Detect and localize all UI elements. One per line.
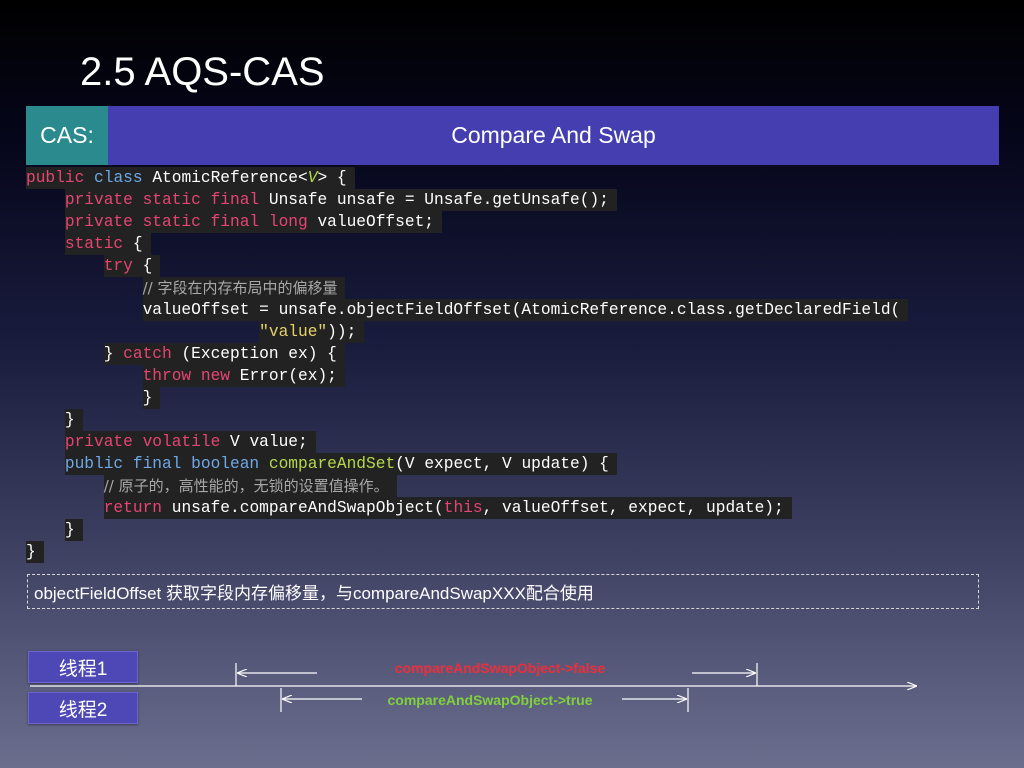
code-line: public final boolean compareAndSet(V exp…: [26, 453, 908, 475]
code-block: public class AtomicReference<V> { privat…: [26, 167, 909, 563]
code-line: } catch (Exception ex) {: [26, 343, 908, 365]
code-line: private static final Unsafe unsafe = Uns…: [26, 189, 908, 211]
cas-label: CAS:: [26, 106, 108, 165]
code-line: public class AtomicReference<V> {: [26, 167, 908, 189]
code-line: "value"));: [26, 321, 908, 343]
code-line: throw new Error(ex);: [26, 365, 908, 387]
code-comment-line: // 原子的，高性能的，无锁的设置值操作。: [26, 475, 908, 497]
thread2-button[interactable]: 线程2: [28, 692, 138, 724]
code-line: valueOffset = unsafe.objectFieldOffset(A…: [26, 299, 909, 321]
cas-banner: Compare And Swap: [108, 106, 999, 165]
slide-title: 2.5 AQS-CAS: [80, 50, 325, 94]
code-line: static {: [26, 233, 908, 255]
thread1-button[interactable]: 线程1: [28, 651, 138, 683]
code-line: private static final long valueOffset;: [26, 211, 908, 233]
code-line: private volatile V value;: [26, 431, 908, 453]
cas-true-label: compareAndSwapObject->true: [387, 692, 593, 708]
cas-false-label: compareAndSwapObject->false: [394, 660, 606, 676]
code-line: return unsafe.compareAndSwapObject(this,…: [26, 497, 908, 519]
note-box: objectFieldOffset 获取字段内存偏移量，与compareAndS…: [27, 574, 979, 609]
code-line: }: [26, 409, 908, 431]
code-line: }: [26, 519, 908, 541]
code-comment-line: // 字段在内存布局中的偏移量: [26, 277, 908, 299]
code-line: }: [26, 387, 908, 409]
code-line: }: [26, 541, 908, 563]
code-line: try {: [26, 255, 908, 277]
